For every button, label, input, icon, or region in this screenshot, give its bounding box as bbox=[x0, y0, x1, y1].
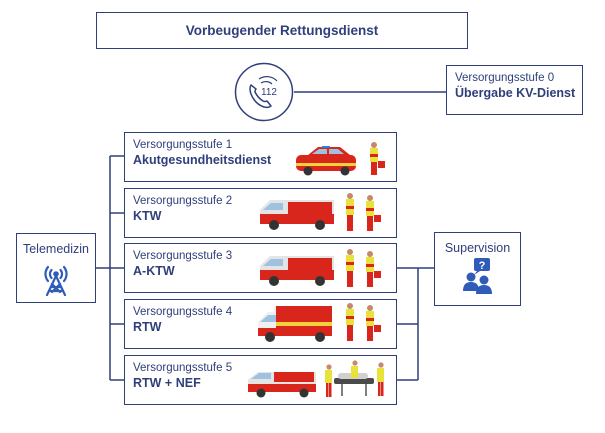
command-car-icon bbox=[296, 142, 385, 176]
phone-number: 112 bbox=[261, 87, 277, 98]
level-0-name: Übergabe KV-Dienst bbox=[455, 86, 576, 100]
level-3-label: Versorgungsstufe 3 bbox=[133, 250, 233, 262]
telemedizin-title: Telemedizin bbox=[22, 242, 89, 256]
rtw-nef-team-icon bbox=[248, 360, 384, 398]
ktw-ambulance-icon bbox=[260, 193, 381, 231]
phone-112-icon: 112 bbox=[234, 62, 294, 122]
supervision-title: Supervision bbox=[444, 241, 511, 255]
people-question-icon: ? bbox=[462, 258, 492, 294]
level-1-box: Versorgungsstufe 1 Akutgesundheitsdienst bbox=[124, 132, 397, 182]
level-1-label: Versorgungsstufe 1 bbox=[133, 139, 233, 151]
rtw-ambulance-icon bbox=[258, 303, 381, 342]
supervision-box: Supervision ? bbox=[434, 232, 521, 306]
a-ktw-ambulance-icon bbox=[260, 249, 381, 287]
level-1-name: Akutgesundheitsdienst bbox=[133, 153, 272, 167]
level-2-name: KTW bbox=[133, 209, 162, 223]
level-4-label: Versorgungsstufe 4 bbox=[133, 306, 233, 318]
level-5-name: RTW + NEF bbox=[133, 376, 201, 390]
level-0-box: Versorgungsstufe 0 Übergabe KV-Dienst bbox=[446, 65, 583, 115]
level-0-label: Versorgungsstufe 0 bbox=[455, 72, 555, 84]
radio-tower-icon bbox=[44, 265, 68, 297]
level-3-name: A-KTW bbox=[133, 264, 175, 278]
svg-text:?: ? bbox=[478, 260, 485, 272]
level-2-label: Versorgungsstufe 2 bbox=[133, 195, 233, 207]
telemedizin-box: Telemedizin bbox=[16, 233, 96, 303]
level-5-label: Versorgungsstufe 5 bbox=[133, 362, 233, 374]
level-4-name: RTW bbox=[133, 320, 162, 334]
page-title: Vorbeugender Rettungsdienst bbox=[96, 12, 468, 49]
